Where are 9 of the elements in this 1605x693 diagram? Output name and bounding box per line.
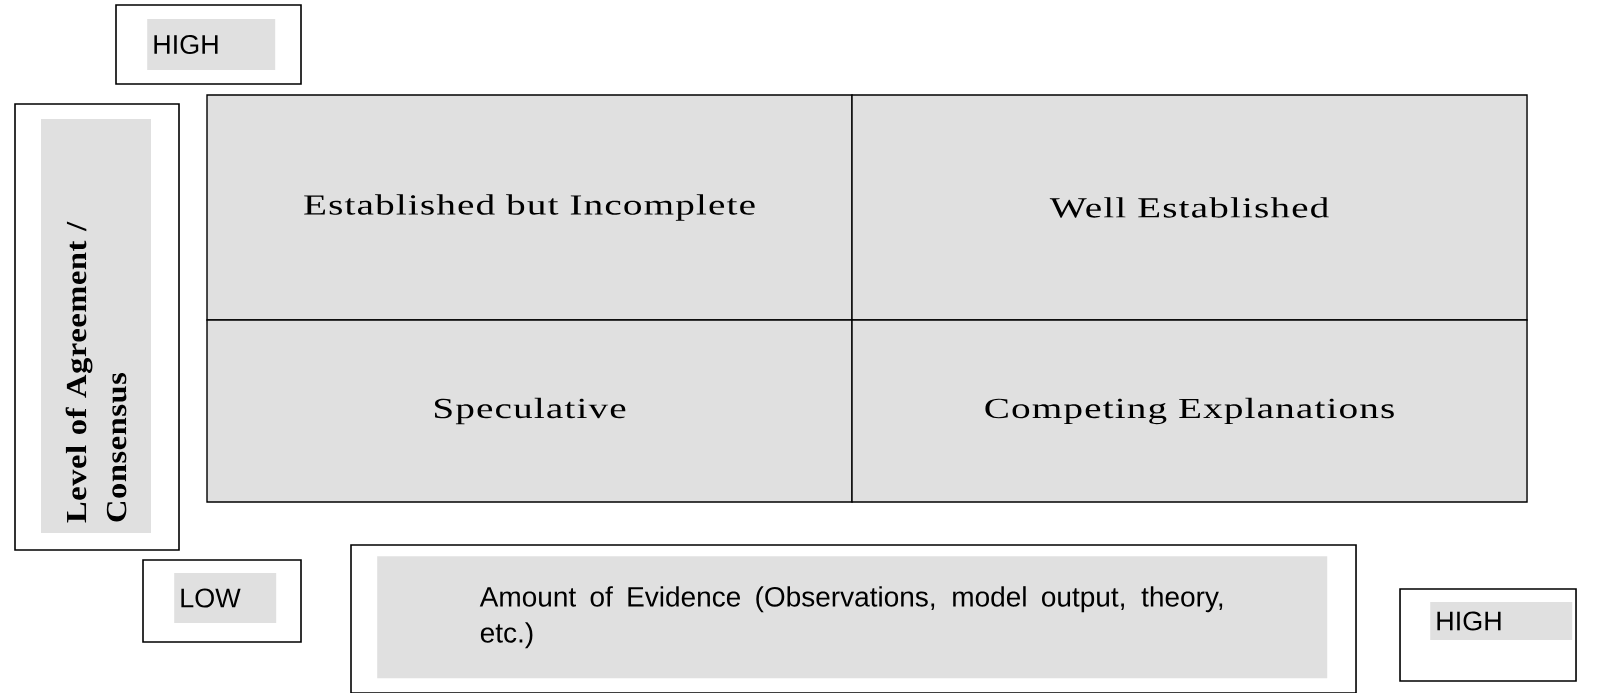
- axis-label: Level of Agreement / Consensus: [14, 103, 180, 551]
- level-label: HIGH: [1399, 588, 1577, 682]
- axis-label: Amount of Evidence (Observations, model output, theory, etc.): [350, 544, 1357, 693]
- grid-cell: Well Established: [851, 94, 1528, 321]
- level-label: LOW: [142, 559, 302, 643]
- level-label: HIGH: [115, 4, 302, 85]
- grid-cell: Competing Explanations: [851, 319, 1528, 503]
- grid-cell: Speculative: [206, 319, 853, 503]
- grid-cell: Established but Incomplete: [206, 94, 853, 321]
